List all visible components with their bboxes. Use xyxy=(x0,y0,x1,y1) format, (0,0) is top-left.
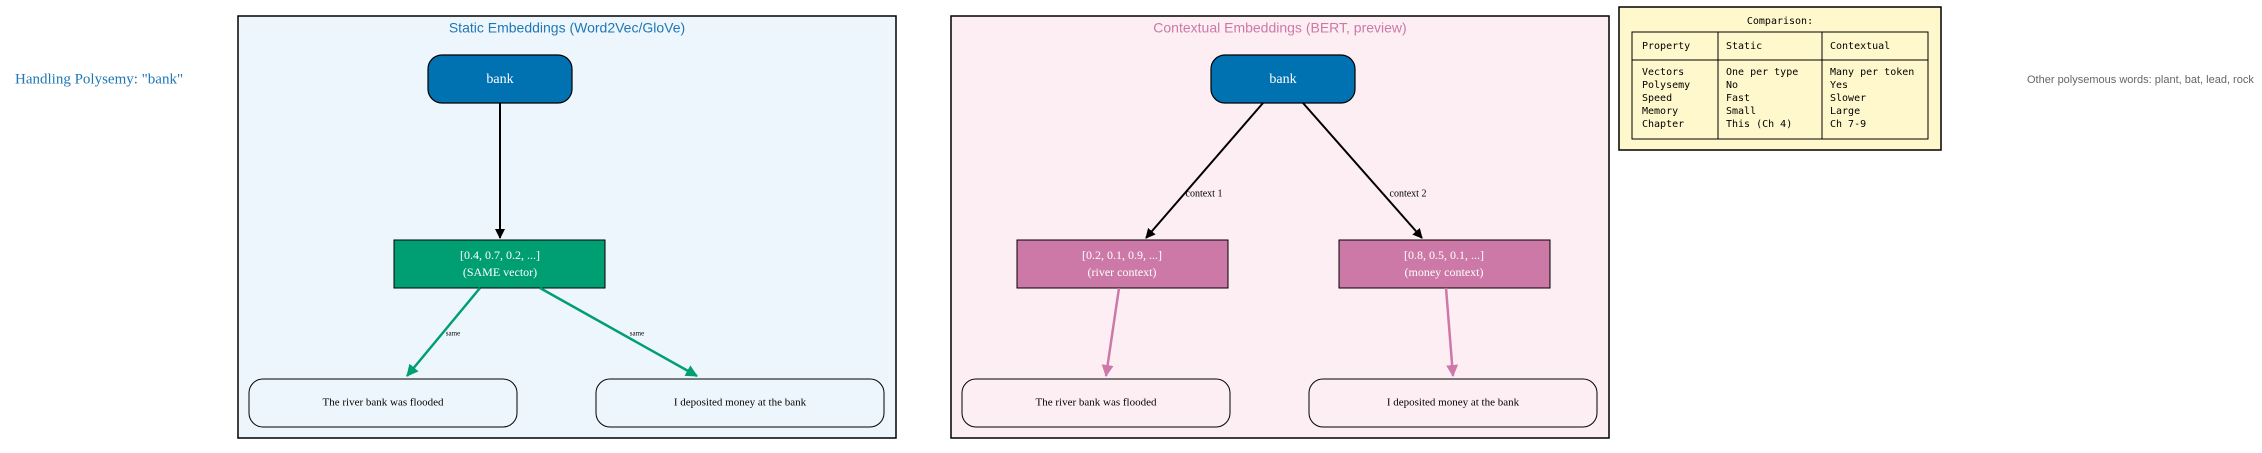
comparison-cell: Fast xyxy=(1726,93,1750,104)
static-edge-label-left: same xyxy=(446,330,460,338)
comparison-cell: Memory xyxy=(1642,106,1678,117)
comparison-cell: Chapter xyxy=(1642,119,1684,130)
polysemy-note: Other polysemous words: plant, bat, lead… xyxy=(2027,74,2254,86)
contextual-embeddings-panel: Contextual Embeddings (BERT, preview) ba… xyxy=(950,15,1610,439)
context-edge-2-label: context 2 xyxy=(1390,188,1427,199)
comparison-cell: Speed xyxy=(1642,93,1672,104)
context-word-label: bank xyxy=(1269,72,1296,87)
context-vector-1-line2: (river context) xyxy=(1088,265,1157,279)
comparison-table: Comparison: Property Static Contextual V… xyxy=(1618,6,1942,151)
static-sentence-2-text: I deposited money at the bank xyxy=(674,397,807,409)
static-embeddings-panel: Static Embeddings (Word2Vec/GloVe) bank … xyxy=(237,15,897,439)
comparison-header-static: Static xyxy=(1726,41,1762,52)
static-edge-right xyxy=(539,286,698,378)
comparison-cell: This (Ch 4) xyxy=(1726,119,1792,130)
static-word-label: bank xyxy=(486,72,513,87)
comparison-cell: Polysemy xyxy=(1642,80,1690,91)
context-panel-label: Contextual Embeddings (BERT, preview) xyxy=(1153,20,1406,36)
static-edge-left xyxy=(406,287,481,377)
comparison-header-contextual: Contextual xyxy=(1830,41,1890,52)
context-vector-node-2 xyxy=(1338,239,1551,289)
static-vector-line2: (SAME vector) xyxy=(463,265,537,279)
comparison-cell: Vectors xyxy=(1642,67,1684,78)
context-sentence-1 xyxy=(961,378,1231,428)
context-edge-1 xyxy=(1145,102,1264,239)
static-sentence-2 xyxy=(595,378,885,428)
context-vector-1-line1: [0.2, 0.1, 0.9, ...] xyxy=(1082,248,1162,262)
comparison-cell: Many per token xyxy=(1830,67,1914,78)
static-sentence-1 xyxy=(248,378,518,428)
context-sentence-2 xyxy=(1308,378,1598,428)
context-sentence-edge-1 xyxy=(1101,287,1121,377)
context-vector-2-line2: (money context) xyxy=(1405,265,1484,279)
static-sentence-1-text: The river bank was flooded xyxy=(323,397,444,409)
context-sentence-1-text: The river bank was flooded xyxy=(1036,397,1157,409)
comparison-cell: One per type xyxy=(1726,67,1798,78)
context-vector-2-line1: [0.8, 0.5, 0.1, ...] xyxy=(1404,248,1484,262)
static-vector-line1: [0.4, 0.7, 0.2, ...] xyxy=(460,248,540,262)
static-vector-node xyxy=(393,239,606,289)
context-word-node xyxy=(1210,54,1356,104)
comparison-title: Comparison: xyxy=(1747,16,1813,27)
comparison-cell: No xyxy=(1726,80,1738,91)
context-edge-2 xyxy=(1302,102,1423,239)
context-vector-node-1 xyxy=(1016,239,1229,289)
static-panel-label: Static Embeddings (Word2Vec/GloVe) xyxy=(449,20,685,36)
context-edge-1-label: context 1 xyxy=(1186,188,1223,199)
comparison-cell: Small xyxy=(1726,106,1756,117)
comparison-cell: Yes xyxy=(1830,80,1848,91)
comparison-header-property: Property xyxy=(1642,41,1690,52)
diagram-title: Handling Polysemy: "bank" xyxy=(15,71,183,87)
context-sentence-edge-2 xyxy=(1444,287,1459,377)
comparison-cell: Ch 7-9 xyxy=(1830,119,1866,130)
static-edge-label-right: same xyxy=(630,330,644,338)
comparison-cell: Slower xyxy=(1830,93,1866,104)
comparison-cell: Large xyxy=(1830,106,1860,117)
context-sentence-2-text: I deposited money at the bank xyxy=(1387,397,1520,409)
